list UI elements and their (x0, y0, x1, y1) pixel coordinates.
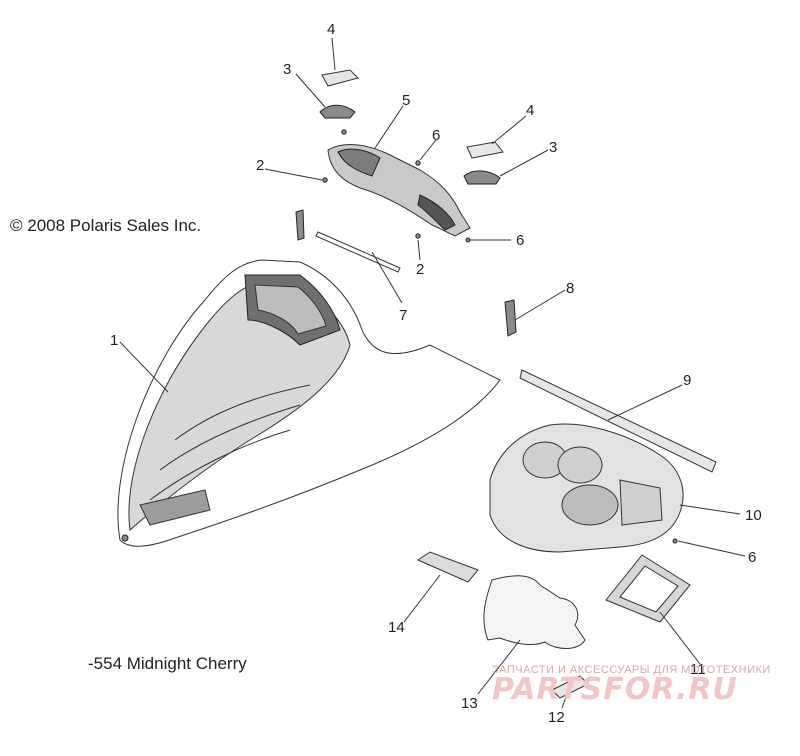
part-13-gasket (483, 575, 586, 649)
watermark-tagline: ЗАПЧАСТИ И АКСЕССУАРЫ ДЛЯ МОТОТЕХНИКИ (492, 664, 771, 676)
part-8-bracket (504, 299, 517, 337)
callout-8: 8 (566, 280, 574, 297)
callout-2-lower: 2 (416, 261, 424, 278)
callout-7: 7 (399, 307, 407, 324)
watermark-logo: PARTSFOR.RU (492, 672, 738, 707)
callout-6-lower: 6 (748, 549, 756, 566)
callout-6-upper: 6 (432, 127, 440, 144)
callout-13: 13 (461, 695, 478, 712)
part-6-fastener-top (341, 129, 347, 135)
callout-4-upper: 4 (327, 21, 335, 38)
callout-3-upper: 3 (283, 61, 291, 78)
part-4-left (321, 69, 359, 87)
callout-4-right: 4 (526, 102, 534, 119)
part-7-strip (315, 231, 401, 273)
part-14-pad (416, 551, 479, 583)
part-1-hood (117, 259, 501, 547)
part-10-housing (489, 423, 684, 553)
part-3-right (463, 170, 501, 185)
callout-10: 10 (745, 507, 762, 524)
bracket-left (295, 209, 305, 241)
callout-12: 12 (548, 709, 565, 726)
part-6-fastener-lower (672, 538, 678, 544)
callout-3-right: 3 (549, 139, 557, 156)
color-note: -554 Midnight Cherry (88, 654, 247, 673)
part-9-strip (519, 369, 717, 473)
callout-5: 5 (402, 92, 410, 109)
callout-11: 11 (690, 661, 706, 678)
callout-2-upper: 2 (256, 157, 264, 174)
part-6-fastener-upper (415, 160, 421, 166)
part-4-right (466, 141, 504, 159)
part-2-screw-upper (322, 177, 328, 183)
part-3-left (319, 104, 356, 119)
leader-lines (119, 37, 746, 709)
callout-9: 9 (683, 372, 691, 389)
callout-labels: 1 4 3 5 2 6 4 3 2 6 7 8 9 10 6 11 12 13 … (110, 21, 762, 726)
callout-14: 14 (388, 619, 405, 636)
part-2-screw-lower (415, 233, 421, 239)
callout-1: 1 (110, 332, 118, 349)
copyright-text: © 2008 Polaris Sales Inc. (10, 216, 202, 235)
part-6-fastener-mid (465, 237, 471, 243)
part-5-console (327, 144, 471, 237)
part-11-insert (605, 554, 691, 623)
callout-6-mid: 6 (516, 232, 524, 249)
